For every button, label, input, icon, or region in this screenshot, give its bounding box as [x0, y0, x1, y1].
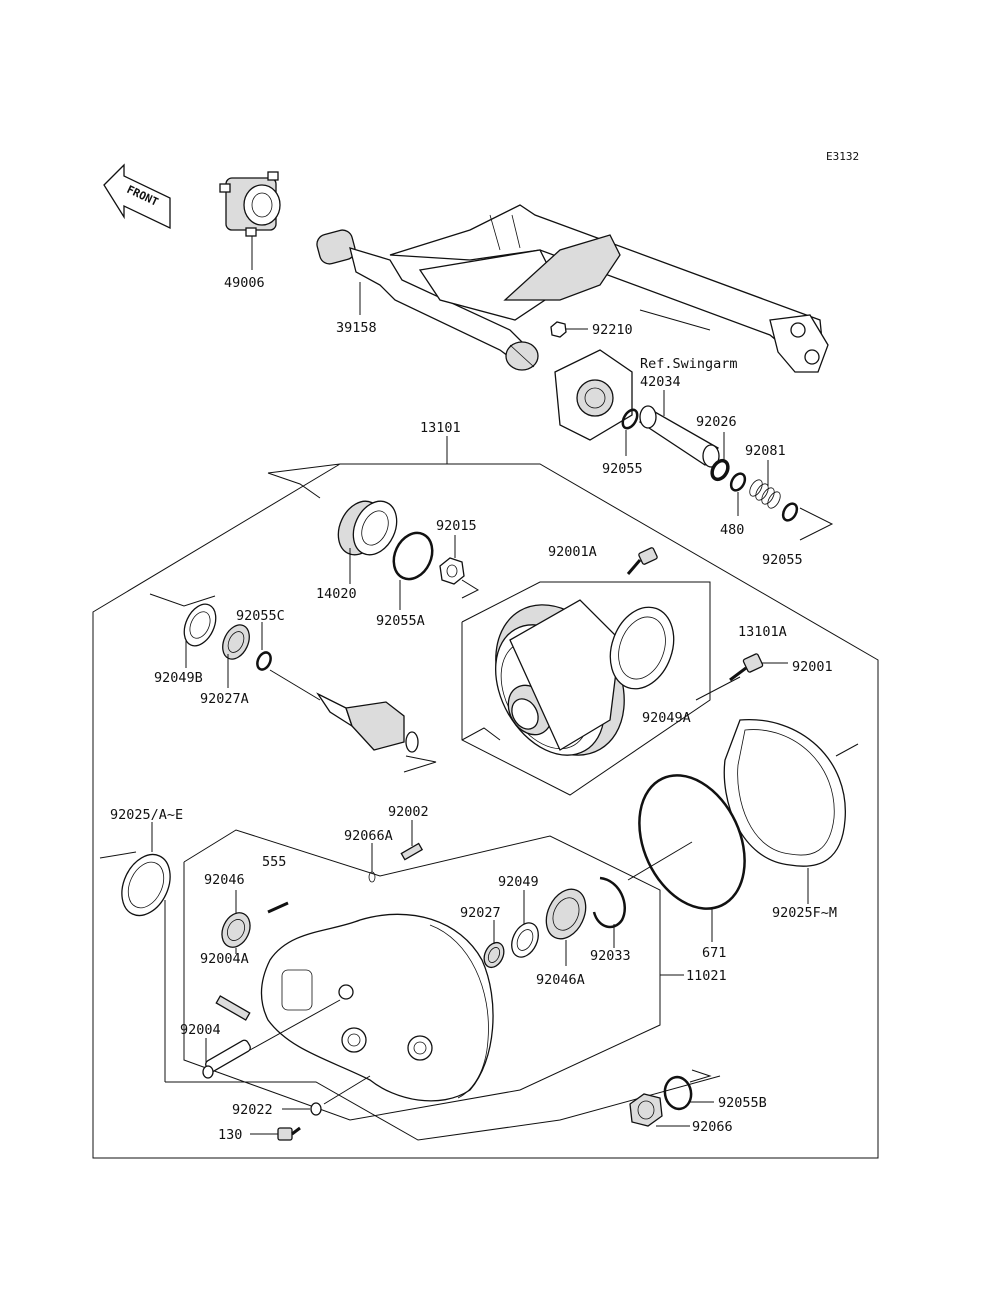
- label-92046: 92046: [204, 872, 245, 888]
- label-14020: 14020: [316, 586, 357, 602]
- bolt-92001-part: [729, 653, 764, 682]
- label-555: 555: [262, 854, 286, 870]
- label-92055-right: 92055: [762, 552, 803, 568]
- label-13101: 13101: [420, 420, 461, 436]
- label-130: 130: [218, 1127, 242, 1143]
- label-92001: 92001: [792, 659, 833, 675]
- label-92055B: 92055B: [718, 1095, 767, 1111]
- nut-92210-part: [550, 321, 567, 338]
- stud-92004-part: [202, 1039, 251, 1079]
- seal-92049-part: [511, 922, 539, 958]
- label-671: 671: [702, 945, 726, 961]
- pinion-gear-part: [269, 669, 437, 773]
- label-92015: 92015: [436, 518, 477, 534]
- ref-swingarm-note: Ref.Swingarm: [640, 356, 738, 372]
- label-92022: 92022: [232, 1102, 273, 1118]
- shim-92025AE-part: [121, 853, 171, 917]
- label-13101A: 13101A: [738, 624, 787, 640]
- label-92066: 92066: [692, 1119, 733, 1135]
- stud-92004A-part: [215, 995, 251, 1021]
- label-92049: 92049: [498, 874, 539, 890]
- label-39158: 39158: [336, 320, 377, 336]
- ring-gear-part: [495, 599, 625, 756]
- damper-cam-part: [219, 171, 281, 237]
- final-drive-housing-part: [260, 913, 494, 1102]
- circlip-92033-part: [592, 876, 627, 929]
- label-92081: 92081: [745, 443, 786, 459]
- washer-92022-part: [310, 1102, 322, 1116]
- bearing-92046-part: [221, 912, 251, 948]
- front-arrow-icon: FRONT: [103, 163, 171, 230]
- washer-92026: [710, 458, 730, 482]
- label-92033: 92033: [590, 948, 631, 964]
- label-92027A: 92027A: [200, 691, 249, 707]
- label-92055-top: 92055: [602, 461, 643, 477]
- o-ring-92055-top: [621, 408, 639, 430]
- spacer-tube-part: [638, 405, 720, 468]
- ring-480: [729, 472, 747, 492]
- label-92049A: 92049A: [642, 710, 691, 726]
- seal-92049A-part: [609, 606, 675, 690]
- bearing-14020-part: [337, 500, 398, 556]
- swingarm-part: [389, 204, 829, 441]
- label-92026: 92026: [696, 414, 737, 430]
- label-92002: 92002: [388, 804, 429, 820]
- gasket-92025FM-part: [723, 719, 846, 867]
- label-92210: 92210: [592, 322, 633, 338]
- label-49006: 49006: [224, 275, 265, 291]
- label-92046A: 92046A: [536, 972, 585, 988]
- stud-92002-part: [400, 842, 424, 861]
- label-92027: 92027: [460, 905, 501, 921]
- bolt-92001A-part: [626, 547, 658, 575]
- o-ring-671-part: [638, 774, 746, 910]
- bearing-92046A-part: [545, 888, 587, 940]
- o-ring-92055-right: [781, 502, 799, 522]
- bearing-92027A-part: [222, 624, 250, 660]
- label-92001A: 92001A: [548, 544, 597, 560]
- label-92004A: 92004A: [200, 951, 249, 967]
- label-92055A: 92055A: [376, 613, 425, 629]
- nut-92015-part: [439, 557, 465, 585]
- label-92004: 92004: [180, 1022, 221, 1038]
- label-480: 480: [720, 522, 744, 538]
- label-92049B: 92049B: [154, 670, 203, 686]
- diagram-code: E3132: [826, 150, 859, 163]
- pin-555-part: [267, 901, 289, 914]
- label-92066A: 92066A: [344, 828, 393, 844]
- drive-shaft-part: [316, 229, 539, 371]
- spring-92081: [749, 479, 781, 509]
- bolt-130-part: [277, 1126, 301, 1141]
- o-ring-92055A: [392, 531, 434, 581]
- bearing-92027-part: [483, 941, 505, 969]
- plug-92066-part: [629, 1093, 663, 1127]
- label-92025FM: 92025F~M: [772, 905, 837, 921]
- o-ring-92055B-part: [663, 1075, 693, 1111]
- seal-92049B-part: [183, 603, 217, 647]
- label-42034: 42034: [640, 374, 681, 390]
- label-11021: 11021: [686, 968, 727, 984]
- o-ring-92055C: [256, 651, 272, 671]
- label-92025AE: 92025/A~E: [110, 807, 183, 823]
- label-92055C: 92055C: [236, 608, 285, 624]
